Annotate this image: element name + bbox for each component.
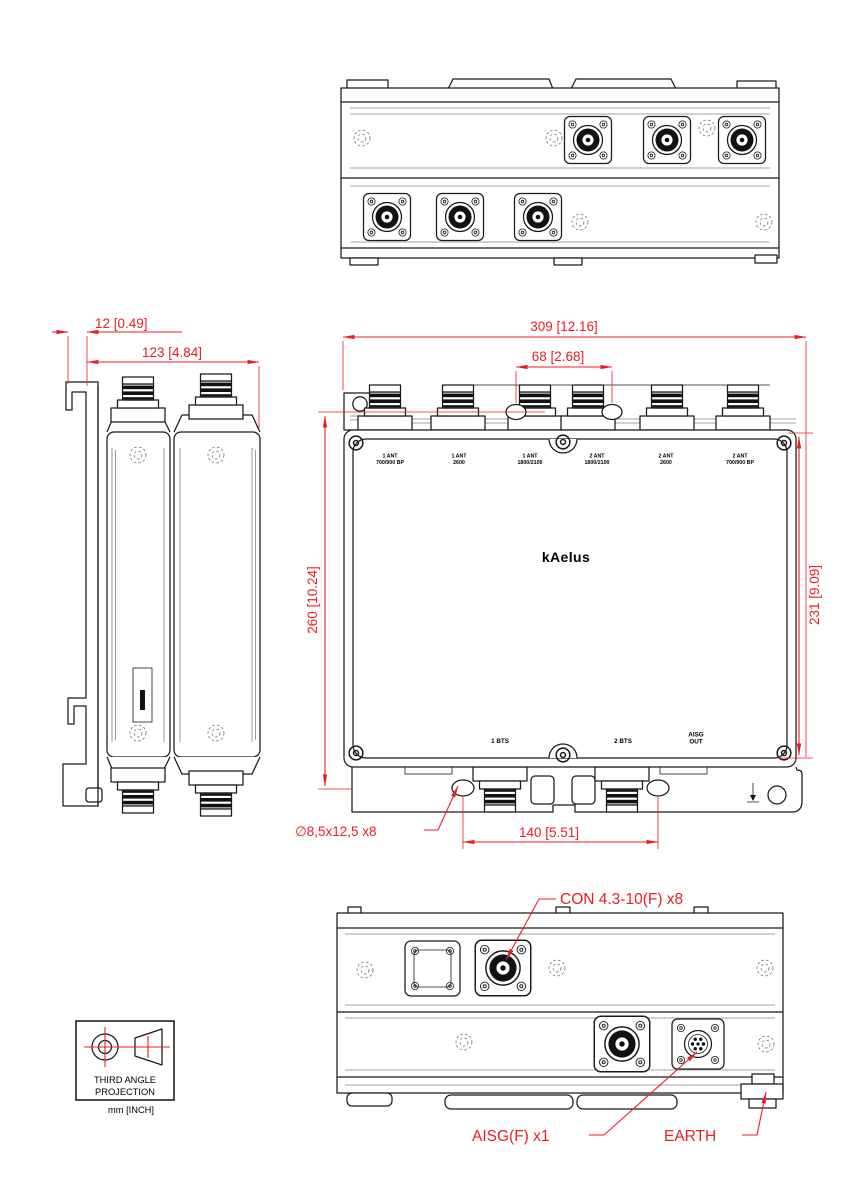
callout-rf-connectors: CON 4.3-10(F) x8	[560, 891, 683, 908]
mounting-slot	[646, 779, 670, 797]
projection-label: PROJECTION	[95, 1087, 155, 1097]
dim-body-height: 231 [9.09]	[807, 565, 822, 625]
top-slot	[601, 403, 623, 421]
front-view: 1 ANT 700/900 BP 1 ANT 2600 1 ANT 1800/2…	[343, 384, 803, 813]
aisg-out-label: AISG	[688, 732, 703, 739]
port-label: 1 ANT	[522, 454, 538, 460]
units-label: mm [INCH]	[108, 1105, 154, 1115]
port-label: 1800/2100	[584, 460, 609, 466]
side-connector-top	[110, 376, 166, 423]
ant-connector	[430, 384, 486, 431]
projection-symbol: THIRD ANGLE PROJECTION mm [INCH]	[75, 1020, 175, 1115]
mounting-slot	[451, 779, 475, 797]
port-label: 1 ANT	[451, 454, 467, 460]
bts1-label: 1 BTS	[491, 738, 509, 745]
rf-connector-icon	[565, 117, 612, 164]
earth-symbol-icon	[747, 783, 759, 803]
side-view	[62, 373, 261, 817]
side-view-dimensions: 12 [0.49] 123 [4.84]	[52, 316, 260, 428]
port-label: 1 ANT	[382, 454, 398, 460]
earth-boss	[767, 785, 787, 805]
label-slot	[132, 667, 153, 723]
bts2-label: 2 BTS	[614, 738, 632, 745]
port-label: 700/900 BP	[376, 460, 404, 466]
side-connector-bottom	[110, 767, 166, 814]
port-label: 2 ANT	[658, 454, 674, 460]
dim-mounting-slot: ∅8,5x12,5 x8	[295, 824, 377, 839]
projection-label: THIRD ANGLE	[94, 1075, 156, 1085]
dim-mounting-height: 260 [10.24]	[305, 566, 320, 634]
aisg-connector-icon	[671, 1018, 725, 1070]
callout-aisg: AISG(F) x1	[472, 1128, 550, 1145]
side-connector-top	[188, 373, 244, 420]
blank-flange	[404, 940, 461, 997]
port-label: 2600	[660, 460, 672, 466]
rf-connector-icon	[437, 194, 484, 241]
rf-connector-icon	[594, 1016, 649, 1071]
dim-bracket-offset: 12 [0.49]	[95, 316, 148, 331]
rf-connector-icon	[644, 117, 691, 164]
dim-depth: 123 [4.84]	[142, 345, 202, 360]
ant-connector	[715, 384, 771, 431]
aisg-out-label: OUT	[689, 739, 702, 746]
bottom-view-callouts: CON 4.3-10(F) x8 AISG(F) x1 EARTH	[472, 891, 767, 1145]
dim-slot-pitch: 68 [2.68]	[532, 349, 585, 364]
top-view	[340, 78, 780, 266]
front-view-dimensions: 309 [12.16] 68 [2.68] 260 [10.24] 231 [9…	[295, 319, 822, 849]
port-label: 1800/2100	[517, 460, 542, 466]
rf-connector-icon	[364, 194, 411, 241]
rf-connector-icon	[475, 940, 530, 995]
bottom-view	[336, 906, 784, 1110]
callout-earth: EARTH	[664, 1128, 716, 1145]
rf-connector-icon	[719, 117, 766, 164]
brand-logo: kAelus	[542, 549, 590, 565]
port-label: 2 ANT	[732, 454, 748, 460]
port-label: 2 ANT	[589, 454, 605, 460]
mounting-bracket	[62, 381, 99, 807]
port-labels: 1 ANT 700/900 BP 1 ANT 2600 1 ANT 1800/2…	[376, 454, 754, 467]
port-label: 2600	[453, 460, 465, 466]
side-connector-bottom	[188, 770, 244, 817]
ant-connector	[639, 384, 695, 431]
ant-connector	[357, 384, 413, 431]
dim-bts-pitch: 140 [5.51]	[519, 825, 579, 840]
rf-connector-icon	[515, 194, 562, 241]
projection-cone-icon	[134, 1028, 163, 1066]
dim-overall-width: 309 [12.16]	[530, 319, 598, 334]
port-label: 700/900 BP	[726, 460, 754, 466]
